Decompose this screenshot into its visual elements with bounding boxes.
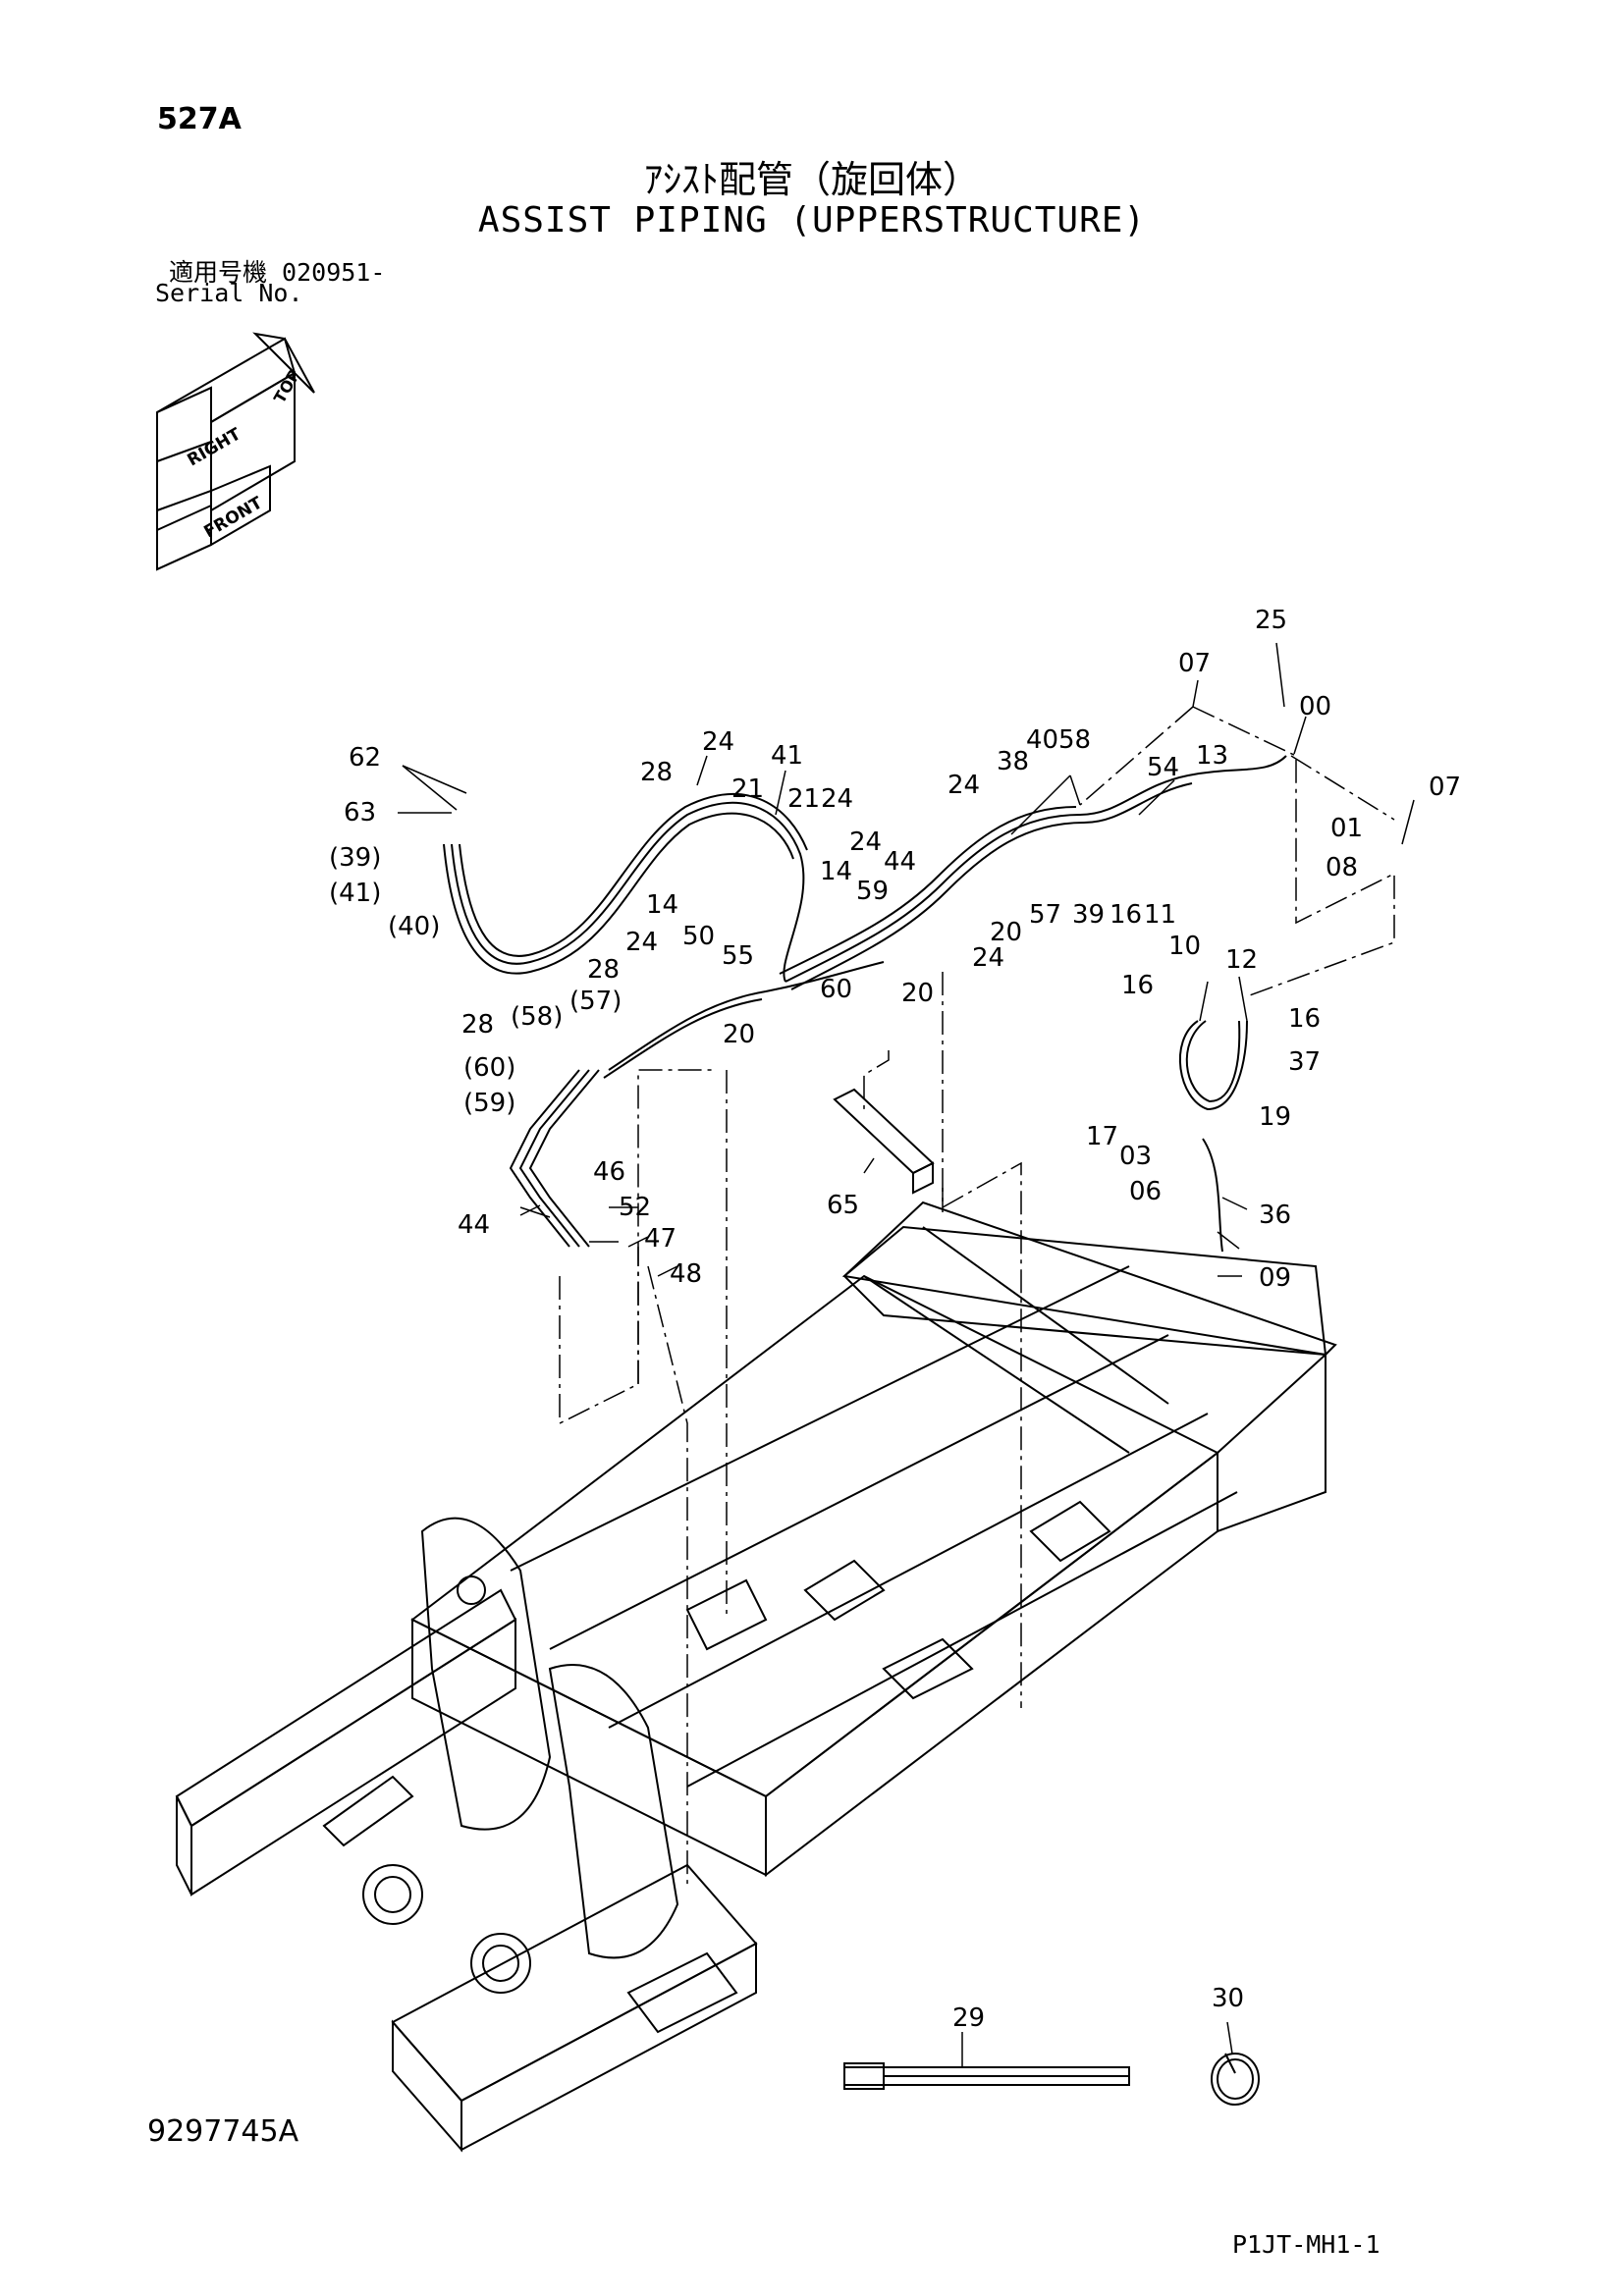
callout-44-a: 44 (884, 847, 916, 877)
callout-labels: 25 07 00 07 62 63 (39) (41) (40) 24 41 2… (329, 606, 1461, 2033)
callout-36: 36 (1259, 1201, 1291, 1230)
callout-55: 55 (722, 941, 754, 971)
callout-65: 65 (827, 1191, 859, 1220)
callout-14-a: 14 (646, 890, 678, 920)
callout-63: 63 (344, 798, 376, 828)
callout-62: 62 (349, 743, 381, 773)
reference-lines (559, 706, 1395, 1885)
callout-57: 57 (1029, 900, 1061, 930)
callout-01: 01 (1330, 814, 1363, 843)
callout-40-ref: (40) (388, 912, 440, 941)
callout-20-c: 20 (723, 1020, 755, 1049)
callout-28-c: 28 (461, 1010, 494, 1040)
callout-54: 54 (1147, 753, 1179, 782)
callout-40: 40 (1026, 725, 1058, 755)
callout-29: 29 (952, 2003, 985, 2033)
serial-label-japanese: 適用号機 020951- (169, 258, 386, 287)
callout-09: 09 (1259, 1263, 1291, 1293)
tie-band-part (843, 2062, 1130, 2090)
callout-50: 50 (682, 922, 715, 951)
callout-12: 12 (1225, 945, 1258, 975)
callout-39: 39 (1072, 900, 1105, 930)
callout-59: 59 (856, 877, 889, 906)
callout-00: 00 (1299, 692, 1331, 721)
callout-17: 17 (1086, 1122, 1118, 1151)
callout-20-b: 20 (901, 979, 934, 1008)
callout-13: 13 (1196, 741, 1228, 771)
callout-39-ref: (39) (329, 843, 381, 873)
callout-41-ref: (41) (329, 879, 381, 908)
callout-14-b: 14 (820, 857, 852, 886)
callout-21-a: 21 (731, 774, 764, 804)
callout-60: 60 (820, 975, 852, 1004)
callout-24-c: 24 (947, 771, 980, 800)
callout-08: 08 (1326, 853, 1358, 882)
callout-16-a: 16 (1110, 900, 1142, 930)
callout-60-ref: (60) (463, 1053, 515, 1083)
upperstructure-frame (175, 1201, 1337, 2153)
callout-10: 10 (1168, 932, 1201, 961)
callout-41: 41 (771, 741, 803, 771)
callout-06: 06 (1129, 1177, 1162, 1206)
orientation-top-label: TOP (270, 366, 304, 406)
callout-16-b: 16 (1121, 971, 1154, 1000)
callout-58-ref: (58) (511, 1002, 563, 1032)
callout-24-a: 24 (702, 727, 734, 757)
callout-24-d: 24 (849, 828, 882, 857)
callout-07-upper: 07 (1178, 649, 1211, 678)
callout-38: 38 (997, 747, 1029, 776)
title-english: ASSIST PIPING (UPPERSTRUCTURE) (477, 200, 1147, 240)
callout-59-ref: (59) (463, 1089, 515, 1118)
callout-21-b: 21 (787, 784, 820, 814)
orientation-right-label: RIGHT (185, 424, 245, 470)
callout-47: 47 (644, 1224, 677, 1254)
document-number: 9297745A (147, 2114, 299, 2149)
callout-11: 11 (1144, 900, 1176, 930)
leader-lines (398, 642, 1415, 2067)
callout-52: 52 (619, 1193, 651, 1222)
callout-37: 37 (1288, 1047, 1321, 1077)
callout-28-b: 28 (587, 955, 620, 985)
callout-44-b: 44 (458, 1210, 490, 1240)
callout-24-b: 24 (821, 784, 853, 814)
orientation-cube-icon: TOP RIGHT FRONT (156, 332, 315, 571)
callout-46: 46 (593, 1157, 625, 1187)
callout-24-e: 24 (972, 943, 1004, 973)
callout-20-a: 20 (990, 918, 1022, 947)
callout-48: 48 (670, 1259, 702, 1289)
callout-07-right: 07 (1429, 773, 1461, 802)
callout-25: 25 (1255, 606, 1287, 635)
title-japanese: ｱｼｽﾄ配管（旋回体） (643, 158, 980, 201)
callout-03: 03 (1119, 1142, 1152, 1171)
callout-19: 19 (1259, 1102, 1291, 1132)
reference-code: P1JT-MH1-1 (1232, 2230, 1380, 2259)
page-code: 527A (157, 102, 242, 136)
callout-30: 30 (1212, 1984, 1244, 2013)
serial-label-english: Serial No. (155, 279, 303, 307)
callout-16-c: 16 (1288, 1004, 1321, 1034)
callout-28-a: 28 (640, 758, 673, 787)
hose-harness (443, 755, 1287, 1253)
callout-24-f: 24 (625, 928, 658, 957)
callout-57-ref: (57) (569, 987, 622, 1016)
callout-58: 58 (1058, 725, 1091, 755)
clamp-part (1211, 2053, 1260, 2106)
